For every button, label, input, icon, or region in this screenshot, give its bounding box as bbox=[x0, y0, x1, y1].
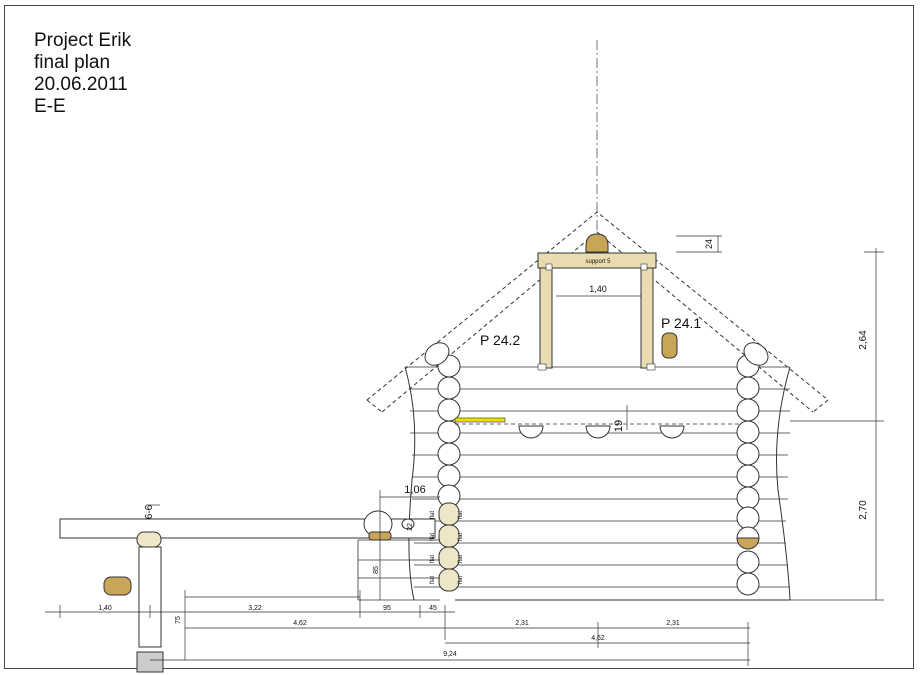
right-wall-highlight-log bbox=[736, 537, 760, 550]
dim-2-70: 2,70 bbox=[858, 500, 869, 520]
bottom-dimension-lines bbox=[45, 590, 750, 666]
dim-1-40-bottom: 1,40 bbox=[98, 605, 112, 612]
flat-labels: flat flat flat flat flat flat flat flat bbox=[430, 511, 464, 584]
svg-text:flat: flat bbox=[430, 576, 436, 584]
label-p-24-2: P 24.2 bbox=[480, 332, 520, 348]
left-wall-flat-logs bbox=[438, 502, 460, 592]
roof-outline bbox=[366, 211, 829, 413]
dim-1-06: 1,06 bbox=[404, 484, 425, 496]
log-courses bbox=[405, 366, 790, 588]
dim-95: 95 bbox=[383, 605, 391, 612]
dim-2-31-b: 2,31 bbox=[666, 620, 680, 627]
dim-9-24: 9,24 bbox=[443, 651, 457, 658]
dim-2-64: 2,64 bbox=[858, 330, 869, 350]
section-name: E-E bbox=[34, 96, 66, 117]
dim-4-62-b: 4,62 bbox=[591, 635, 605, 642]
dim-22: 22 bbox=[407, 523, 414, 531]
svg-text:flat: flat bbox=[458, 511, 464, 519]
project-name: Project Erik bbox=[34, 30, 132, 51]
svg-text:flat: flat bbox=[430, 555, 436, 563]
right-wall-end bbox=[776, 366, 791, 601]
log-profile-left bbox=[103, 576, 132, 596]
dim-45: 45 bbox=[429, 605, 437, 612]
left-eave-log bbox=[424, 342, 450, 366]
support-frame bbox=[537, 252, 657, 369]
support-label: support 5 bbox=[585, 259, 611, 265]
dim-75: 75 bbox=[175, 616, 182, 624]
dim-24: 24 bbox=[704, 239, 714, 249]
dim-85: 85 bbox=[373, 566, 380, 574]
svg-text:flat: flat bbox=[458, 533, 464, 541]
highlight-board bbox=[454, 417, 506, 423]
svg-text:flat: flat bbox=[430, 511, 436, 519]
right-wall-logs bbox=[736, 354, 760, 596]
svg-text:flat: flat bbox=[430, 533, 436, 541]
ceiling-logs bbox=[518, 425, 685, 439]
drawing-frame bbox=[4, 5, 914, 669]
dim-inner-width: 1,40 bbox=[589, 284, 607, 294]
svg-text:flat: flat bbox=[458, 576, 464, 584]
dim-19: 19 bbox=[613, 420, 625, 432]
porch-post bbox=[138, 546, 162, 648]
right-eave-log bbox=[743, 342, 769, 366]
porch-floor bbox=[357, 539, 440, 601]
post-cap-log bbox=[136, 531, 162, 548]
log-profile-right bbox=[661, 332, 678, 359]
plan-date: 20.06.2011 bbox=[34, 74, 128, 95]
dim-4-62-a: 4,62 bbox=[293, 620, 307, 627]
beam-label: 6-6 bbox=[144, 504, 155, 519]
svg-text:flat: flat bbox=[458, 555, 464, 563]
left-wall-end bbox=[404, 366, 416, 601]
ridge-log bbox=[585, 233, 609, 253]
title-block: Project Erik final plan 20.06.2011 E-E bbox=[34, 30, 131, 118]
right-dimension-lines bbox=[790, 248, 884, 601]
label-p-24-1: P 24.1 bbox=[661, 315, 701, 331]
plan-status: final plan bbox=[34, 52, 111, 73]
post-footing bbox=[136, 651, 164, 673]
dim-3-22: 3,22 bbox=[248, 605, 262, 612]
dim-2-31-a: 2,31 bbox=[515, 620, 529, 627]
left-wall-logs bbox=[437, 354, 461, 508]
